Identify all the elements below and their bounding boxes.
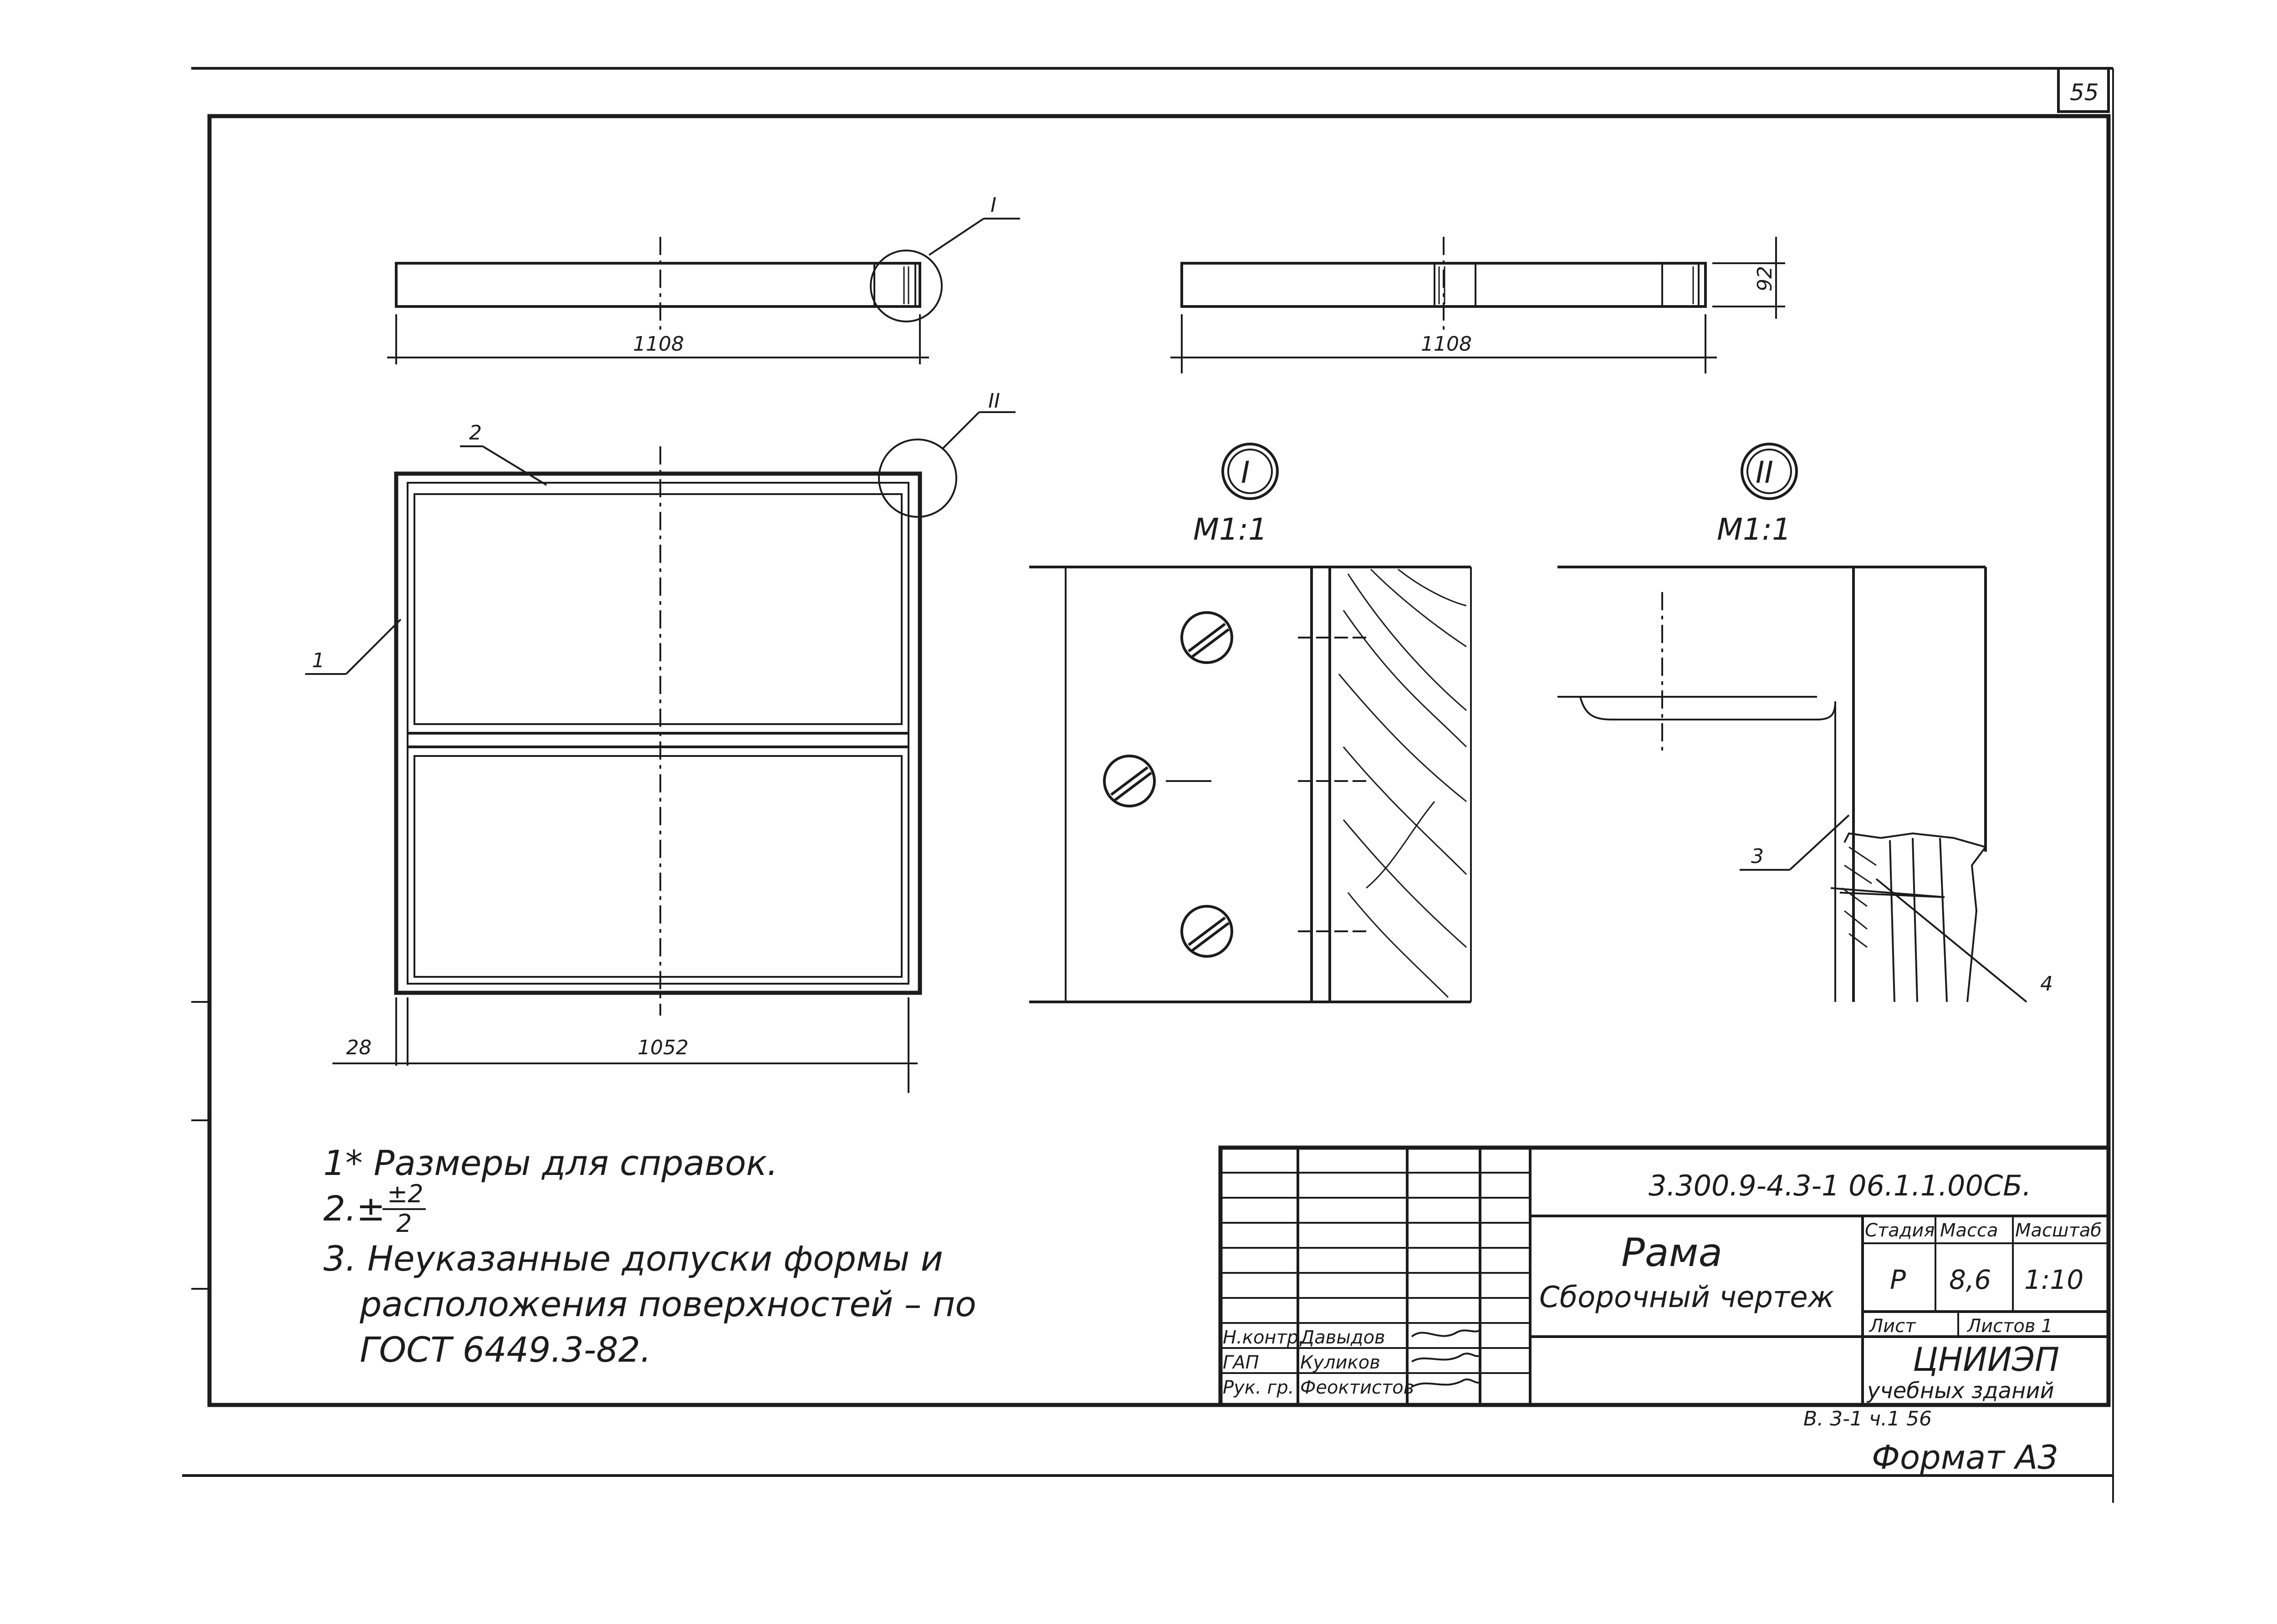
front-view: II 2 1 28 1052: [305, 389, 1016, 1093]
signatures: [1411, 1329, 1481, 1388]
title-line-1: Рама: [1621, 1230, 1722, 1276]
callout-I-label: I: [990, 194, 996, 217]
detail-I-scale: М1:1: [1193, 512, 1267, 547]
detail-I: I М1:1: [1029, 443, 1472, 1003]
front-view-leader-2: 2: [469, 421, 482, 444]
top-view-2-dimension: 1108: [1421, 332, 1472, 356]
detail-II-scale: М1:1: [1717, 512, 1791, 547]
detail-I-label: I: [1241, 455, 1250, 490]
name-3: Феоктистов: [1300, 1377, 1414, 1398]
note-line-3a: 3. Неуказанные допуски формы и: [323, 1238, 943, 1279]
front-view-leader-1: 1: [312, 649, 325, 672]
title-block: 3.300.9-4.3-1 06.1.1.00СБ. Рама Сборочны…: [1218, 1145, 2111, 1407]
note-line-1: 1* Размеры для справок.: [323, 1143, 778, 1183]
role-3: Рук. гр.: [1223, 1377, 1294, 1398]
role-1: Н.контр.: [1223, 1327, 1304, 1348]
note-line-3b: расположения поверхностей – по: [359, 1284, 976, 1324]
name-2: Куликов: [1300, 1352, 1380, 1373]
detail-II-leader-4: 4: [2040, 972, 2053, 996]
sheet-label: Лист: [1869, 1316, 1916, 1337]
mass-value: 8,6: [1949, 1264, 1991, 1295]
sheets-label: Листов 1: [1966, 1316, 2053, 1337]
name-1: Давыдов: [1299, 1327, 1385, 1348]
top-view-1: I 1108: [387, 194, 1020, 364]
format-label: Формат А3: [1872, 1438, 2058, 1476]
top-view-2: 92 1108: [1170, 237, 1785, 373]
front-view-left-dimension: 28: [346, 1036, 372, 1059]
footer-reference: В. 3-1 ч.1 56: [1803, 1407, 1932, 1430]
notes-block: 1* Размеры для справок. 2.± ±2 2 3. Неук…: [323, 1143, 976, 1370]
note-line-2-numerator: ±2: [387, 1180, 424, 1208]
front-view-width-dimension: 1052: [638, 1036, 689, 1059]
top-view-1-dimension: 1108: [633, 332, 684, 356]
column-scale-label: Масштаб: [2015, 1220, 2102, 1241]
note-line-3c: ГОСТ 6449.3-82.: [360, 1329, 651, 1370]
title-line-2: Сборочный чертеж: [1539, 1281, 1834, 1314]
detail-II-label: II: [1756, 455, 1773, 490]
document-code: 3.300.9-4.3-1 06.1.1.00СБ.: [1649, 1169, 2031, 1202]
scale-value: 1:10: [2024, 1264, 2083, 1295]
note-line-2-denominator: 2: [396, 1209, 412, 1238]
role-2: ГАП: [1223, 1352, 1259, 1373]
detail-II-leader-3: 3: [1751, 845, 1764, 868]
page-number-box: 55: [2057, 67, 2110, 113]
detail-II: II М1:1 3 4: [1557, 443, 2053, 1003]
column-mass-label: Масса: [1940, 1220, 1998, 1241]
column-stage-label: Стадия: [1865, 1220, 1935, 1241]
organization-line-2: учебных зданий: [1866, 1378, 2054, 1404]
top-view-2-height-dimension: 92: [1753, 266, 1777, 291]
callout-II-label: II: [988, 389, 1000, 413]
stage-value: Р: [1890, 1264, 1906, 1295]
page-number: 55: [2070, 79, 2099, 106]
note-line-2-prefix: 2.±: [323, 1188, 385, 1229]
organization-line-1: ЦНИИЭП: [1913, 1340, 2059, 1379]
sheet-frame: [182, 67, 2114, 1503]
